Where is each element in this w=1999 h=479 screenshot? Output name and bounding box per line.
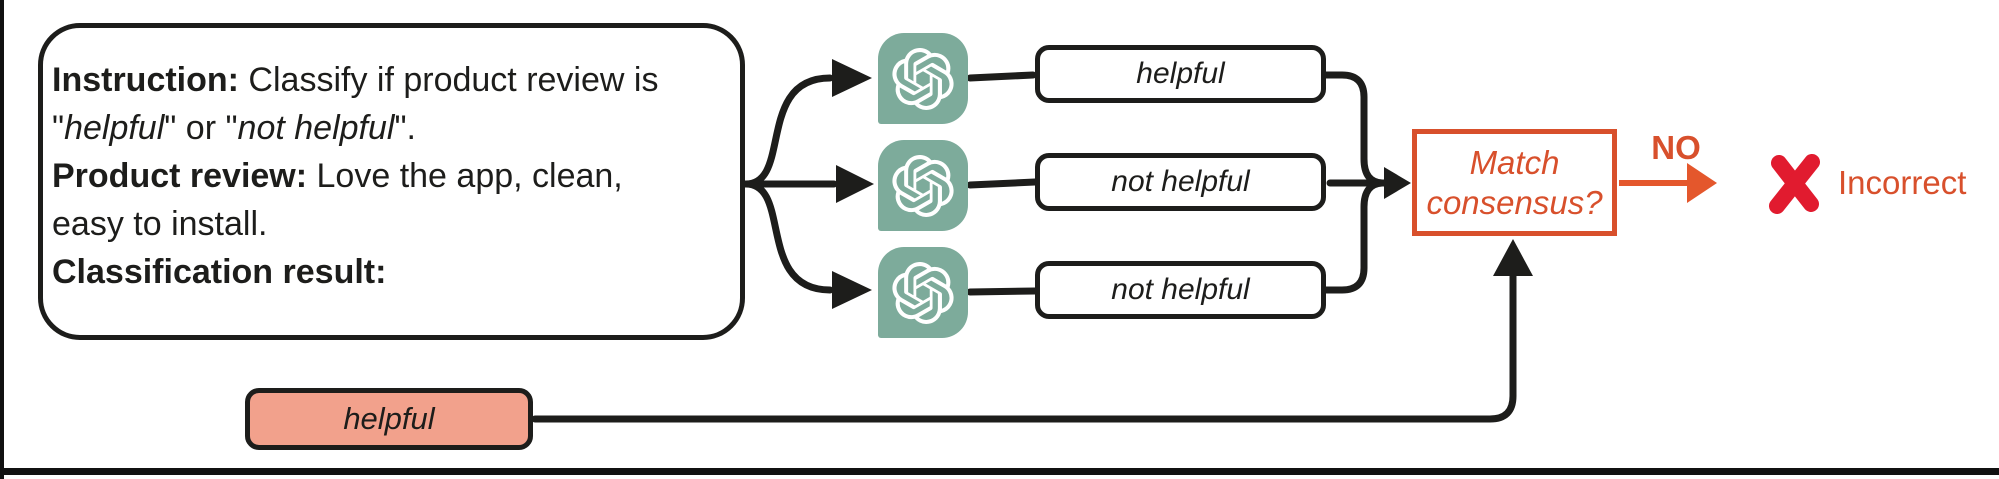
no-arrow bbox=[1619, 163, 1717, 203]
prompt-line-5: Classification result: bbox=[52, 248, 736, 296]
gpt-icon bbox=[878, 33, 968, 124]
openai-logo-icon bbox=[892, 261, 954, 324]
gpt-icon bbox=[878, 247, 968, 338]
prompt-line-1: Instruction: Classify if product review … bbox=[52, 56, 736, 104]
prompt-line-3: Product review: Love the app, clean, bbox=[52, 152, 736, 200]
output-box-2: not helpful bbox=[1035, 153, 1326, 211]
model-output-links bbox=[966, 71, 1039, 296]
branch-arrows bbox=[742, 59, 874, 309]
classification-result-label: Classification result: bbox=[52, 253, 387, 291]
gpt-icon bbox=[878, 140, 968, 231]
merge-bracket bbox=[1322, 71, 1411, 294]
product-review-label: Product review: bbox=[52, 157, 308, 195]
no-branch-label: NO bbox=[1651, 129, 1701, 166]
instruction-text: Classify if product review is bbox=[238, 61, 659, 99]
output-label: not helpful bbox=[1111, 273, 1250, 306]
arrowhead-bottom bbox=[832, 271, 872, 309]
arrowhead-middle bbox=[836, 165, 874, 203]
reference-arrow bbox=[531, 239, 1533, 423]
openai-logo-icon bbox=[892, 154, 954, 217]
product-review-text: Love the app, clean, bbox=[307, 157, 623, 195]
reference-answer-box: helpful bbox=[245, 388, 533, 450]
openai-logo-icon bbox=[892, 47, 954, 110]
match-consensus-box: Match consensus? bbox=[1412, 129, 1617, 236]
arrowhead-top bbox=[832, 59, 872, 97]
output-label: not helpful bbox=[1111, 165, 1250, 198]
arrowhead-no bbox=[1687, 163, 1717, 203]
match-consensus-line1: Match bbox=[1469, 143, 1560, 181]
arrowhead-up bbox=[1493, 239, 1533, 276]
red-cross-x-icon bbox=[1769, 154, 1820, 214]
prompt-line-2: "helpful" or "not helpful". bbox=[52, 109, 416, 147]
label-option-helpful: helpful bbox=[64, 109, 165, 147]
left-frame-rule bbox=[0, 0, 4, 479]
output-box-3: not helpful bbox=[1035, 261, 1326, 319]
instruction-label: Instruction: bbox=[52, 61, 239, 99]
label-option-not-helpful: not helpful bbox=[237, 109, 395, 147]
arrowhead-merge bbox=[1384, 167, 1411, 199]
incorrect-label: Incorrect bbox=[1838, 164, 1967, 201]
output-label: helpful bbox=[1136, 57, 1225, 90]
prompt-line-4: easy to install. bbox=[52, 205, 268, 243]
prompt-box: Instruction: Classify if product review … bbox=[38, 23, 745, 340]
bottom-frame-rule bbox=[0, 468, 1999, 475]
match-consensus-line2: consensus? bbox=[1426, 183, 1603, 221]
output-box-1: helpful bbox=[1035, 45, 1326, 103]
reference-answer-label: helpful bbox=[343, 401, 435, 436]
